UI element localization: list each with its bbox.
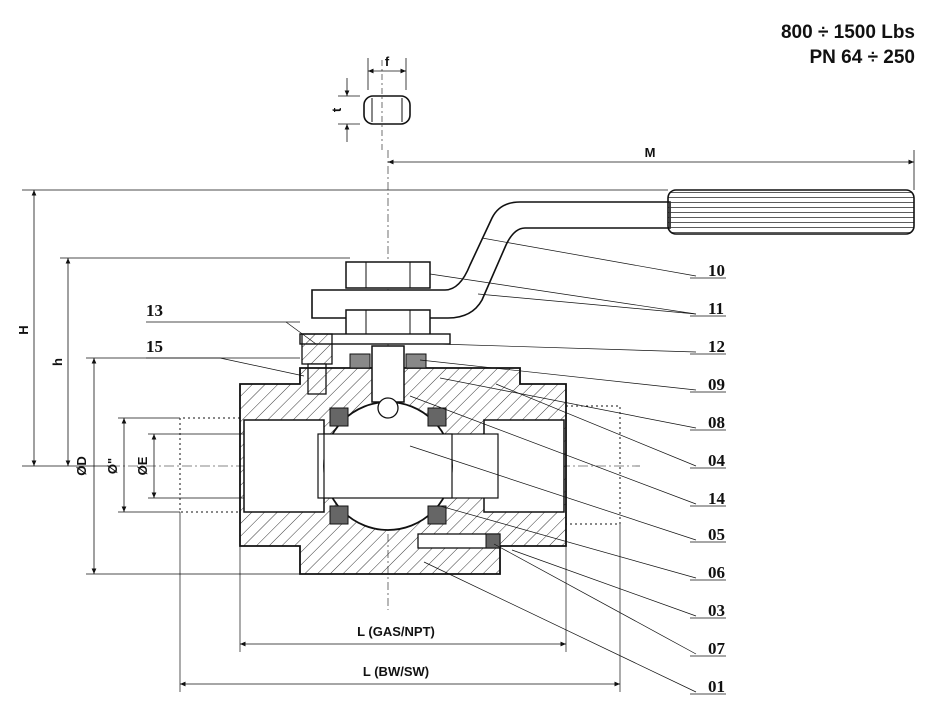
part-number: 11 bbox=[708, 299, 724, 318]
leader-lines bbox=[146, 237, 726, 695]
dim-H: H bbox=[16, 325, 31, 334]
dim-length-lines bbox=[179, 512, 621, 692]
part-number: 03 bbox=[708, 601, 725, 620]
nominal-pressure-label: PN 64 ÷ 250 bbox=[809, 47, 916, 68]
dim-D: ØD bbox=[74, 456, 89, 476]
part-number: 15 bbox=[146, 337, 163, 356]
dim-L-bw: L (BW/SW) bbox=[363, 664, 429, 679]
dim-E: ØE bbox=[135, 456, 150, 475]
part-number: 01 bbox=[708, 677, 725, 696]
dim-inch: Ø" bbox=[105, 458, 120, 474]
dim-t: t bbox=[329, 107, 344, 112]
part-number: 14 bbox=[708, 489, 726, 508]
part-number: 06 bbox=[708, 563, 725, 582]
part-number: 04 bbox=[708, 451, 726, 470]
end-connection-outline bbox=[179, 405, 621, 525]
part-number: 12 bbox=[708, 337, 725, 356]
part-number: 13 bbox=[146, 301, 163, 320]
stem-detail bbox=[338, 58, 411, 150]
part-number: 05 bbox=[708, 525, 725, 544]
lever-handle bbox=[311, 189, 915, 319]
part-number: 10 bbox=[708, 261, 725, 280]
part-number: 07 bbox=[708, 639, 726, 658]
dim-L-gas: L (GAS/NPT) bbox=[357, 624, 435, 639]
dim-m-line bbox=[388, 150, 915, 190]
valve-body bbox=[239, 345, 567, 575]
dim-m: M bbox=[645, 145, 656, 160]
part-number: 09 bbox=[708, 375, 725, 394]
dim-h-lines bbox=[22, 189, 668, 467]
part-number: 08 bbox=[708, 413, 725, 432]
dim-h: h bbox=[50, 358, 65, 366]
pressure-class-label: 800 ÷ 1500 Lbs bbox=[780, 22, 915, 43]
stem-nuts bbox=[345, 261, 431, 337]
dim-f: f bbox=[385, 54, 390, 69]
